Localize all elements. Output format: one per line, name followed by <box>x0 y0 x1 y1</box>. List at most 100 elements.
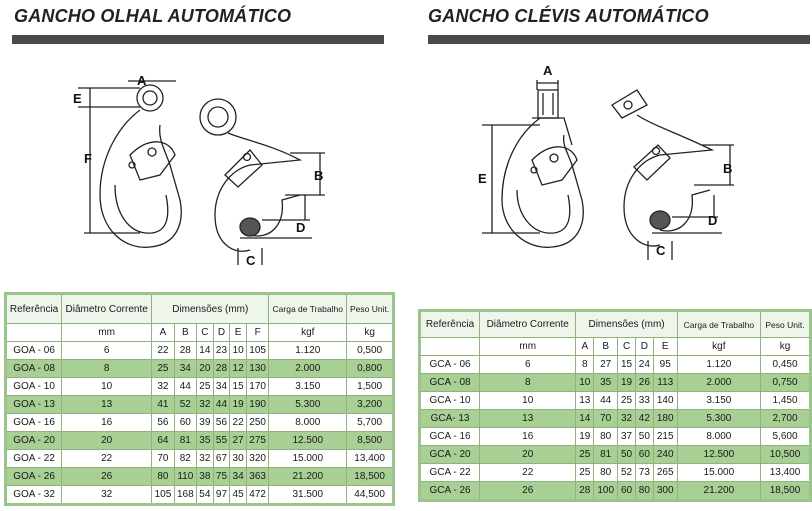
table-cell: 18,500 <box>760 481 811 501</box>
unit-cell: E <box>652 337 678 356</box>
unit-cell: kgf <box>268 323 348 342</box>
table-cell: 5,600 <box>760 427 811 446</box>
unit-cell: C <box>196 323 214 342</box>
table-cell: 10 <box>479 391 577 410</box>
table-cell: 34 <box>212 377 231 396</box>
table-cell: 33 <box>634 391 654 410</box>
table-cell: 3,200 <box>346 395 394 414</box>
unit-cell: kg <box>346 323 394 342</box>
table-cell: 10 <box>229 341 247 360</box>
table-cell: 81 <box>173 431 198 450</box>
table-cell: 45 <box>229 485 247 505</box>
table-cell: 50 <box>634 427 654 446</box>
section-title: GANCHO CLÉVIS AUTOMÁTICO <box>428 6 709 26</box>
table-cell: 113 <box>652 373 678 392</box>
unit-cell: kgf <box>676 337 762 356</box>
dim-label-e: E <box>478 171 487 186</box>
table-cell: 32 <box>196 449 214 468</box>
table-cell: 80 <box>593 427 619 446</box>
dim-label-b: B <box>723 161 732 176</box>
col-header-dimensions: Dimensões (mm) <box>575 310 678 338</box>
table-cell: 250 <box>245 413 270 432</box>
dim-label-d: D <box>296 220 305 235</box>
table-cell: 67 <box>212 449 231 468</box>
table-cell: 6 <box>61 341 153 360</box>
table-cell: 1.120 <box>676 355 762 374</box>
table-cell: 64 <box>151 431 175 450</box>
table-cell: 13 <box>479 409 577 428</box>
table-cell: 25 <box>617 391 636 410</box>
table-cell: 52 <box>617 463 636 482</box>
table-cell: 28 <box>575 481 595 501</box>
col-header-weight: Peso Unit. <box>760 310 811 338</box>
table-cell: 70 <box>151 449 175 468</box>
table-cell: 25 <box>575 463 595 482</box>
table-cell: 21.200 <box>676 481 762 501</box>
section-title: GANCHO OLHAL AUTOMÁTICO <box>14 6 292 26</box>
dim-label-e: E <box>73 91 82 106</box>
table-cell: 37 <box>617 427 636 446</box>
table-cell: 55 <box>212 431 231 450</box>
eye-hook-drawing: A E F B D C <box>73 73 325 268</box>
unit-cell: mm <box>61 323 153 342</box>
table-cell: 52 <box>173 395 198 414</box>
table-cell: 27 <box>593 355 619 374</box>
table-cell: 1,500 <box>346 377 394 396</box>
table-cell: 20 <box>479 445 577 464</box>
table-cell: 265 <box>652 463 678 482</box>
table-cell: 80 <box>634 481 654 501</box>
row-reference-cell: GCA - 08 <box>418 373 481 392</box>
table-cell: 12.500 <box>676 445 762 464</box>
row-reference-cell: GCA - 26 <box>418 481 481 501</box>
table-cell: 320 <box>245 449 270 468</box>
table-cell: 41 <box>151 395 175 414</box>
table-cell: 0,800 <box>346 359 394 378</box>
table-cell: 24 <box>634 355 654 374</box>
title-underline <box>428 35 810 44</box>
table-cell: 28 <box>173 341 198 360</box>
row-reference-cell: GCA - 06 <box>418 355 481 374</box>
table-cell: 60 <box>634 445 654 464</box>
unit-cell: A <box>151 323 175 342</box>
table-cell: 54 <box>196 485 214 505</box>
row-reference-cell: GOA - 22 <box>4 449 63 468</box>
dim-label-b: B <box>314 168 323 183</box>
table-cell: 44 <box>173 377 198 396</box>
row-reference-cell: GCA - 20 <box>418 445 481 464</box>
dim-label-a: A <box>137 73 147 88</box>
dim-label-a: A <box>543 63 553 78</box>
table-cell: 25 <box>151 359 175 378</box>
col-header-ref: Referência <box>4 293 63 324</box>
table-cell: 100 <box>593 481 619 501</box>
table-cell: 5.300 <box>676 409 762 428</box>
col-header-load: Carga de Trabalho <box>268 293 348 324</box>
row-reference-cell: GOA - 13 <box>4 395 63 414</box>
clevis-hook-drawing: A E B D C <box>478 63 734 260</box>
col-header-diameter: Diâmetro Corrente <box>61 293 153 324</box>
table-cell: 13 <box>61 395 153 414</box>
table-cell: 81 <box>593 445 619 464</box>
unit-cell: D <box>212 323 231 342</box>
table-cell: 20 <box>61 431 153 450</box>
table-cell: 15 <box>229 377 247 396</box>
unit-cell: B <box>593 337 619 356</box>
row-reference-cell: GOA - 20 <box>4 431 63 450</box>
table-cell: 2.000 <box>268 359 348 378</box>
table-cell: 26 <box>634 373 654 392</box>
table-cell: 32 <box>617 409 636 428</box>
unit-cell: A <box>575 337 595 356</box>
table-cell: 5,700 <box>346 413 394 432</box>
table-cell: 3.150 <box>268 377 348 396</box>
table-cell: 16 <box>61 413 153 432</box>
table-cell: 10,500 <box>760 445 811 464</box>
table-cell: 12 <box>229 359 247 378</box>
